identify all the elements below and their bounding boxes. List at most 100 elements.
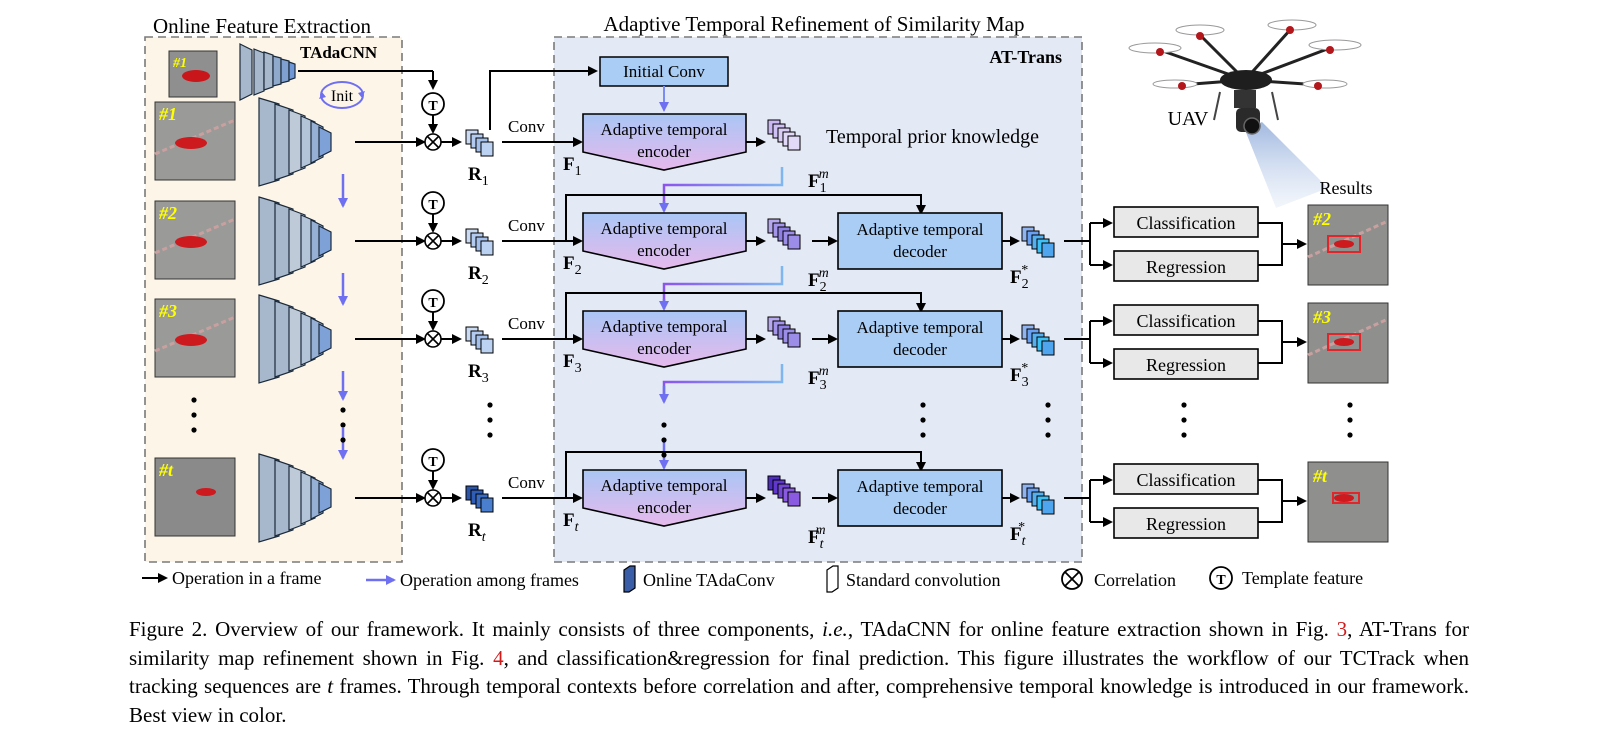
svg-text:Ft: Ft bbox=[563, 510, 580, 535]
template-feature-icon: T bbox=[421, 191, 445, 215]
svg-text:R1: R1 bbox=[468, 164, 489, 189]
legend-tadaconv-icon bbox=[623, 565, 636, 593]
regression-head: Regression bbox=[1113, 507, 1259, 539]
legend-online-tadaconv: Online TAdaConv bbox=[643, 570, 775, 590]
refined-map-Fstar bbox=[1021, 226, 1055, 258]
svg-text:Conv: Conv bbox=[508, 314, 545, 333]
svg-text:#2: #2 bbox=[1312, 209, 1331, 229]
uav-drone-icon bbox=[1128, 19, 1362, 208]
regression-head: Regression bbox=[1113, 348, 1259, 380]
correlation-icon bbox=[424, 489, 442, 507]
input-frame-2: #2 bbox=[154, 200, 236, 280]
svg-text:Conv: Conv bbox=[508, 117, 545, 136]
ref-fig3[interactable]: 3 bbox=[1336, 617, 1348, 641]
svg-text:decoder: decoder bbox=[893, 499, 947, 518]
svg-text:T: T bbox=[428, 296, 438, 311]
svg-text:#2: #2 bbox=[158, 203, 177, 223]
classification-head: Classification bbox=[1113, 206, 1259, 238]
ellipsis-dots bbox=[191, 397, 1353, 458]
svg-text:Classification: Classification bbox=[1137, 311, 1236, 331]
svg-text:R2: R2 bbox=[468, 263, 489, 288]
regression-head: Regression bbox=[1113, 250, 1259, 282]
refined-map-Fstar bbox=[1021, 483, 1055, 515]
similarity-map-R bbox=[465, 228, 494, 256]
figure-caption: Figure 2. Overview of our framework. It … bbox=[129, 617, 1470, 727]
tadacnn-stack-4 bbox=[258, 453, 332, 543]
svg-text:T: T bbox=[428, 198, 438, 213]
svg-text:encoder: encoder bbox=[637, 142, 691, 161]
svg-text:F1m: F1m bbox=[808, 167, 829, 196]
classification-head: Classification bbox=[1113, 463, 1259, 495]
refined-map-Fstar bbox=[1021, 324, 1055, 356]
svg-text:#t: #t bbox=[158, 460, 174, 480]
svg-text:T: T bbox=[1216, 573, 1226, 588]
svg-text:T: T bbox=[428, 455, 438, 470]
temporal-prior-label: Temporal prior knowledge bbox=[826, 126, 1039, 148]
svg-text:F2m: F2m bbox=[808, 266, 829, 295]
input-frame-3: #3 bbox=[154, 298, 236, 378]
tadacnn-label: TAdaCNN bbox=[300, 43, 378, 62]
svg-text:Regression: Regression bbox=[1146, 514, 1226, 534]
svg-text:F2: F2 bbox=[563, 253, 582, 278]
svg-text:Rt: Rt bbox=[468, 520, 487, 545]
svg-text:#1: #1 bbox=[158, 104, 177, 124]
svg-text:encoder: encoder bbox=[637, 241, 691, 260]
svg-text:Conv: Conv bbox=[508, 473, 545, 492]
result-frame-3: #3 bbox=[1307, 302, 1389, 384]
legend-template-feature: Template feature bbox=[1242, 568, 1363, 588]
adaptive-temporal-decoder: Adaptive temporal decoder bbox=[837, 212, 1003, 270]
svg-text:Adaptive temporal: Adaptive temporal bbox=[857, 220, 984, 239]
svg-text:Regression: Regression bbox=[1146, 355, 1226, 375]
legend-op-among: Operation among frames bbox=[400, 570, 579, 590]
svg-text:#3: #3 bbox=[1312, 307, 1331, 327]
svg-text:Adaptive temporal: Adaptive temporal bbox=[601, 476, 728, 495]
result-frame-2: #2 bbox=[1307, 204, 1389, 286]
template-cnn-stack bbox=[239, 43, 296, 101]
tadacnn-stack-2 bbox=[258, 196, 332, 286]
result-frame-4: #t bbox=[1307, 461, 1389, 543]
svg-text:F1: F1 bbox=[563, 154, 582, 179]
svg-text:Conv: Conv bbox=[508, 216, 545, 235]
svg-text:Ft*: Ft* bbox=[1010, 520, 1027, 549]
svg-text:decoder: decoder bbox=[893, 340, 947, 359]
legend-op-frame: Operation in a frame bbox=[172, 568, 321, 588]
input-frame-1: #1 bbox=[154, 101, 236, 181]
tadacnn-stack-1 bbox=[258, 97, 332, 187]
svg-text:#1: #1 bbox=[172, 56, 187, 71]
template-frame: #1 bbox=[168, 50, 218, 98]
svg-text:Adaptive temporal: Adaptive temporal bbox=[601, 120, 728, 139]
correlation-icon bbox=[424, 330, 442, 348]
similarity-map-R bbox=[465, 129, 494, 157]
svg-text:T: T bbox=[428, 99, 438, 114]
temporal-prior-Fm bbox=[767, 218, 801, 250]
left-panel-title: Online Feature Extraction bbox=[153, 14, 372, 38]
init-label: Init bbox=[331, 88, 354, 105]
svg-text:F2*: F2* bbox=[1010, 263, 1029, 292]
svg-text:F3: F3 bbox=[563, 351, 582, 376]
legend-standard-convolution: Standard convolution bbox=[846, 570, 1000, 590]
correlation-icon bbox=[424, 133, 442, 151]
input-frame-4: #t bbox=[154, 457, 236, 537]
svg-text:F3*: F3* bbox=[1010, 361, 1029, 390]
svg-text:decoder: decoder bbox=[893, 242, 947, 261]
correlation-icon bbox=[424, 232, 442, 250]
similarity-map-R bbox=[465, 485, 494, 513]
legend-standard-conv-icon bbox=[826, 565, 839, 593]
ref-fig4[interactable]: 4 bbox=[493, 645, 504, 670]
classification-head: Classification bbox=[1113, 304, 1259, 336]
init-cycle-icon bbox=[319, 81, 365, 109]
adaptive-temporal-encoder: Adaptive temporal encoder bbox=[582, 113, 747, 171]
svg-text:Classification: Classification bbox=[1137, 470, 1236, 490]
svg-text:#3: #3 bbox=[158, 301, 177, 321]
svg-text:Ftm: Ftm bbox=[808, 523, 826, 552]
svg-text:R3: R3 bbox=[468, 361, 489, 386]
legend-template-icon: T bbox=[1209, 566, 1233, 590]
